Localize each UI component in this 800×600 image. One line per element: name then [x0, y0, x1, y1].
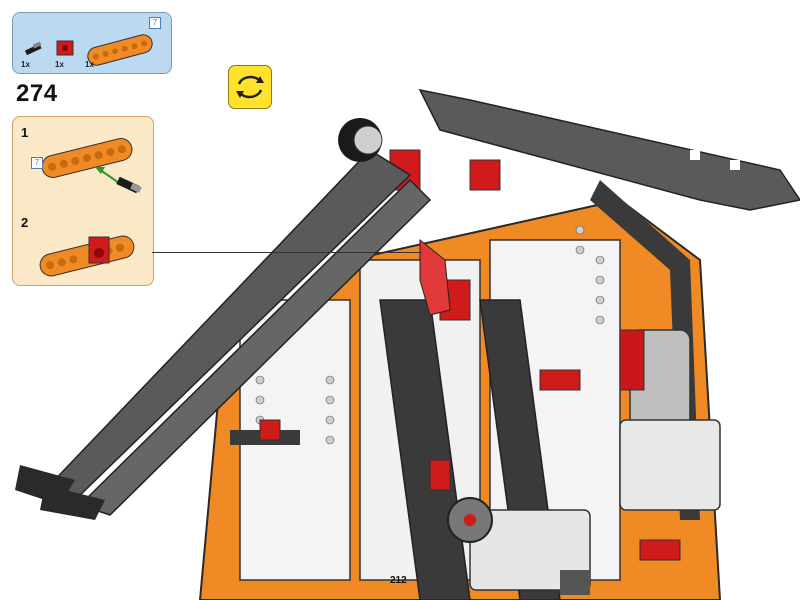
beam-length-tag: 7 [149, 17, 161, 29]
substep-number: 2 [21, 215, 29, 230]
black-axle-pin-icon [116, 176, 142, 194]
beam-length-tag: 7 [31, 157, 43, 169]
page-number: 212 [390, 575, 407, 586]
part-qty: 1x [85, 60, 94, 69]
subassembly-callout: 1 7 2 [12, 116, 154, 286]
callout-pointer-line [152, 252, 422, 253]
red-connector-icon [56, 40, 74, 56]
black-axle-pin-icon [24, 41, 42, 56]
red-connector-icon [88, 236, 110, 264]
orange-beam-icon [87, 34, 153, 66]
step-number: 274 [16, 80, 58, 107]
part-qty: 1x [55, 60, 64, 69]
orange-beam-icon [39, 235, 135, 277]
parts-list-callout: 1x 1x 1x 7 [12, 12, 172, 74]
substep-number: 1 [21, 125, 29, 140]
insert-arrow-icon [95, 167, 120, 184]
rotate-model-icon [228, 65, 272, 109]
part-qty: 1x [21, 60, 30, 69]
orange-beam-icon [41, 138, 133, 178]
